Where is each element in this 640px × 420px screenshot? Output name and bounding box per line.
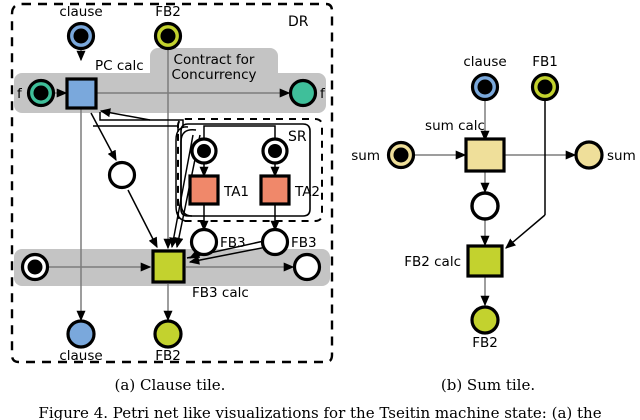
region-sr-label: SR	[288, 129, 307, 145]
label-clause-out: clause	[59, 348, 102, 364]
region-sr-dashed	[177, 118, 323, 222]
arc-feedback-arrow-1	[99, 108, 151, 121]
label-ta1: TA1	[223, 184, 249, 200]
token-dot	[268, 144, 282, 158]
label-fb3-a: FB3	[220, 235, 246, 251]
label-ta2: TA2	[294, 184, 320, 200]
transition-sum-calc[interactable]	[464, 137, 506, 173]
place-circle	[153, 319, 183, 349]
label-contract-line1: Contract for	[174, 52, 255, 68]
place-seq-in[interactable]	[20, 252, 50, 282]
label-sum-fb1-in: FB1	[532, 54, 558, 70]
place-circle	[292, 252, 322, 282]
label-f-out: f	[320, 86, 326, 102]
place-clause-out[interactable]	[66, 319, 96, 349]
transition-ta2[interactable]	[259, 174, 291, 206]
place-clause-in[interactable]	[66, 21, 96, 51]
place-ta2-in[interactable]	[261, 137, 289, 165]
place-ta1-in[interactable]	[190, 137, 218, 165]
contract-callout-bg	[150, 48, 278, 82]
sum-place-sum-in[interactable]	[386, 140, 416, 170]
token-dot	[393, 147, 409, 163]
place-fb3-a[interactable]	[189, 227, 219, 257]
label-sum-calc: sum calc	[425, 118, 485, 134]
label-sum-fb2-out: FB2	[472, 335, 498, 351]
place-f-in[interactable]	[26, 78, 56, 108]
arc-sr-top-connector	[203, 125, 276, 129]
sum-place-sum-out[interactable]	[574, 140, 604, 170]
clause-tile-arcs	[48, 48, 295, 322]
place-circle	[107, 160, 137, 190]
arc-fb1-to-fb2calc	[505, 214, 546, 249]
place-circle	[470, 305, 500, 335]
place-mid-white[interactable]	[107, 160, 137, 190]
label-sum-in: sum	[351, 148, 380, 164]
place-circle	[66, 319, 96, 349]
label-fb2-out: FB2	[155, 348, 181, 364]
label-contract-line2: Concurrency	[171, 67, 256, 83]
token-dot	[73, 28, 89, 44]
caption-b: (b) Sum tile.	[441, 376, 535, 394]
transition-fb3-calc[interactable]	[151, 249, 186, 284]
label-fb3-calc: FB3 calc	[192, 285, 249, 301]
label-fb2-in: FB2	[155, 4, 181, 20]
token-dot	[33, 85, 49, 101]
arc-sr-left-to-fb3calc	[169, 134, 194, 249]
label-pc-calc: PC calc	[95, 58, 144, 74]
caption-bottom: Figure 4. Petri net like visualizations …	[38, 404, 601, 420]
sum-tile-arcs-black	[505, 100, 546, 249]
arc-sr-hook-left	[175, 126, 189, 222]
label-fb3-b: FB3	[291, 235, 317, 251]
region-dr-label: DR	[288, 14, 309, 30]
place-circle	[288, 78, 318, 108]
transition-fb2-calc[interactable]	[466, 244, 504, 278]
token-dot	[537, 79, 553, 95]
sum-place-fb2-out[interactable]	[470, 305, 500, 335]
sum-place-mid-white[interactable]	[470, 191, 500, 221]
arc-midwhite-to-fb3calc	[127, 189, 158, 249]
token-dot	[197, 144, 211, 158]
place-fb3-b[interactable]	[260, 227, 290, 257]
place-f-out[interactable]	[288, 78, 318, 108]
label-clause-in: clause	[59, 4, 102, 20]
label-fb2-calc: FB2 calc	[404, 254, 461, 270]
token-dot	[160, 28, 176, 44]
region-dr-boundary	[10, 2, 334, 364]
place-fb2-in[interactable]	[153, 21, 183, 51]
token-dot	[27, 259, 43, 275]
place-fb2-out[interactable]	[153, 319, 183, 349]
sum-tile-arcs	[414, 100, 577, 307]
transition-pc-calc[interactable]	[65, 77, 98, 110]
place-circle	[260, 227, 290, 257]
place-circle	[189, 227, 219, 257]
sr-internal-arcs	[199, 125, 280, 232]
place-circle	[470, 191, 500, 221]
place-seq-out[interactable]	[292, 252, 322, 282]
sum-place-fb1-in[interactable]	[530, 72, 560, 102]
place-circle	[574, 140, 604, 170]
caption-a: (a) Clause tile.	[115, 376, 226, 394]
label-sum-out: sum	[607, 148, 636, 164]
token-dot	[477, 79, 493, 95]
sum-place-clause-in[interactable]	[470, 72, 500, 102]
arc-feedback-lower	[93, 125, 179, 132]
arc-pccalc-to-midwhite	[90, 112, 117, 162]
transition-ta1[interactable]	[188, 174, 220, 206]
label-sum-clause-in: clause	[463, 54, 506, 70]
arc-sr-hook-right	[180, 129, 197, 217]
label-f-in: f	[17, 86, 23, 102]
